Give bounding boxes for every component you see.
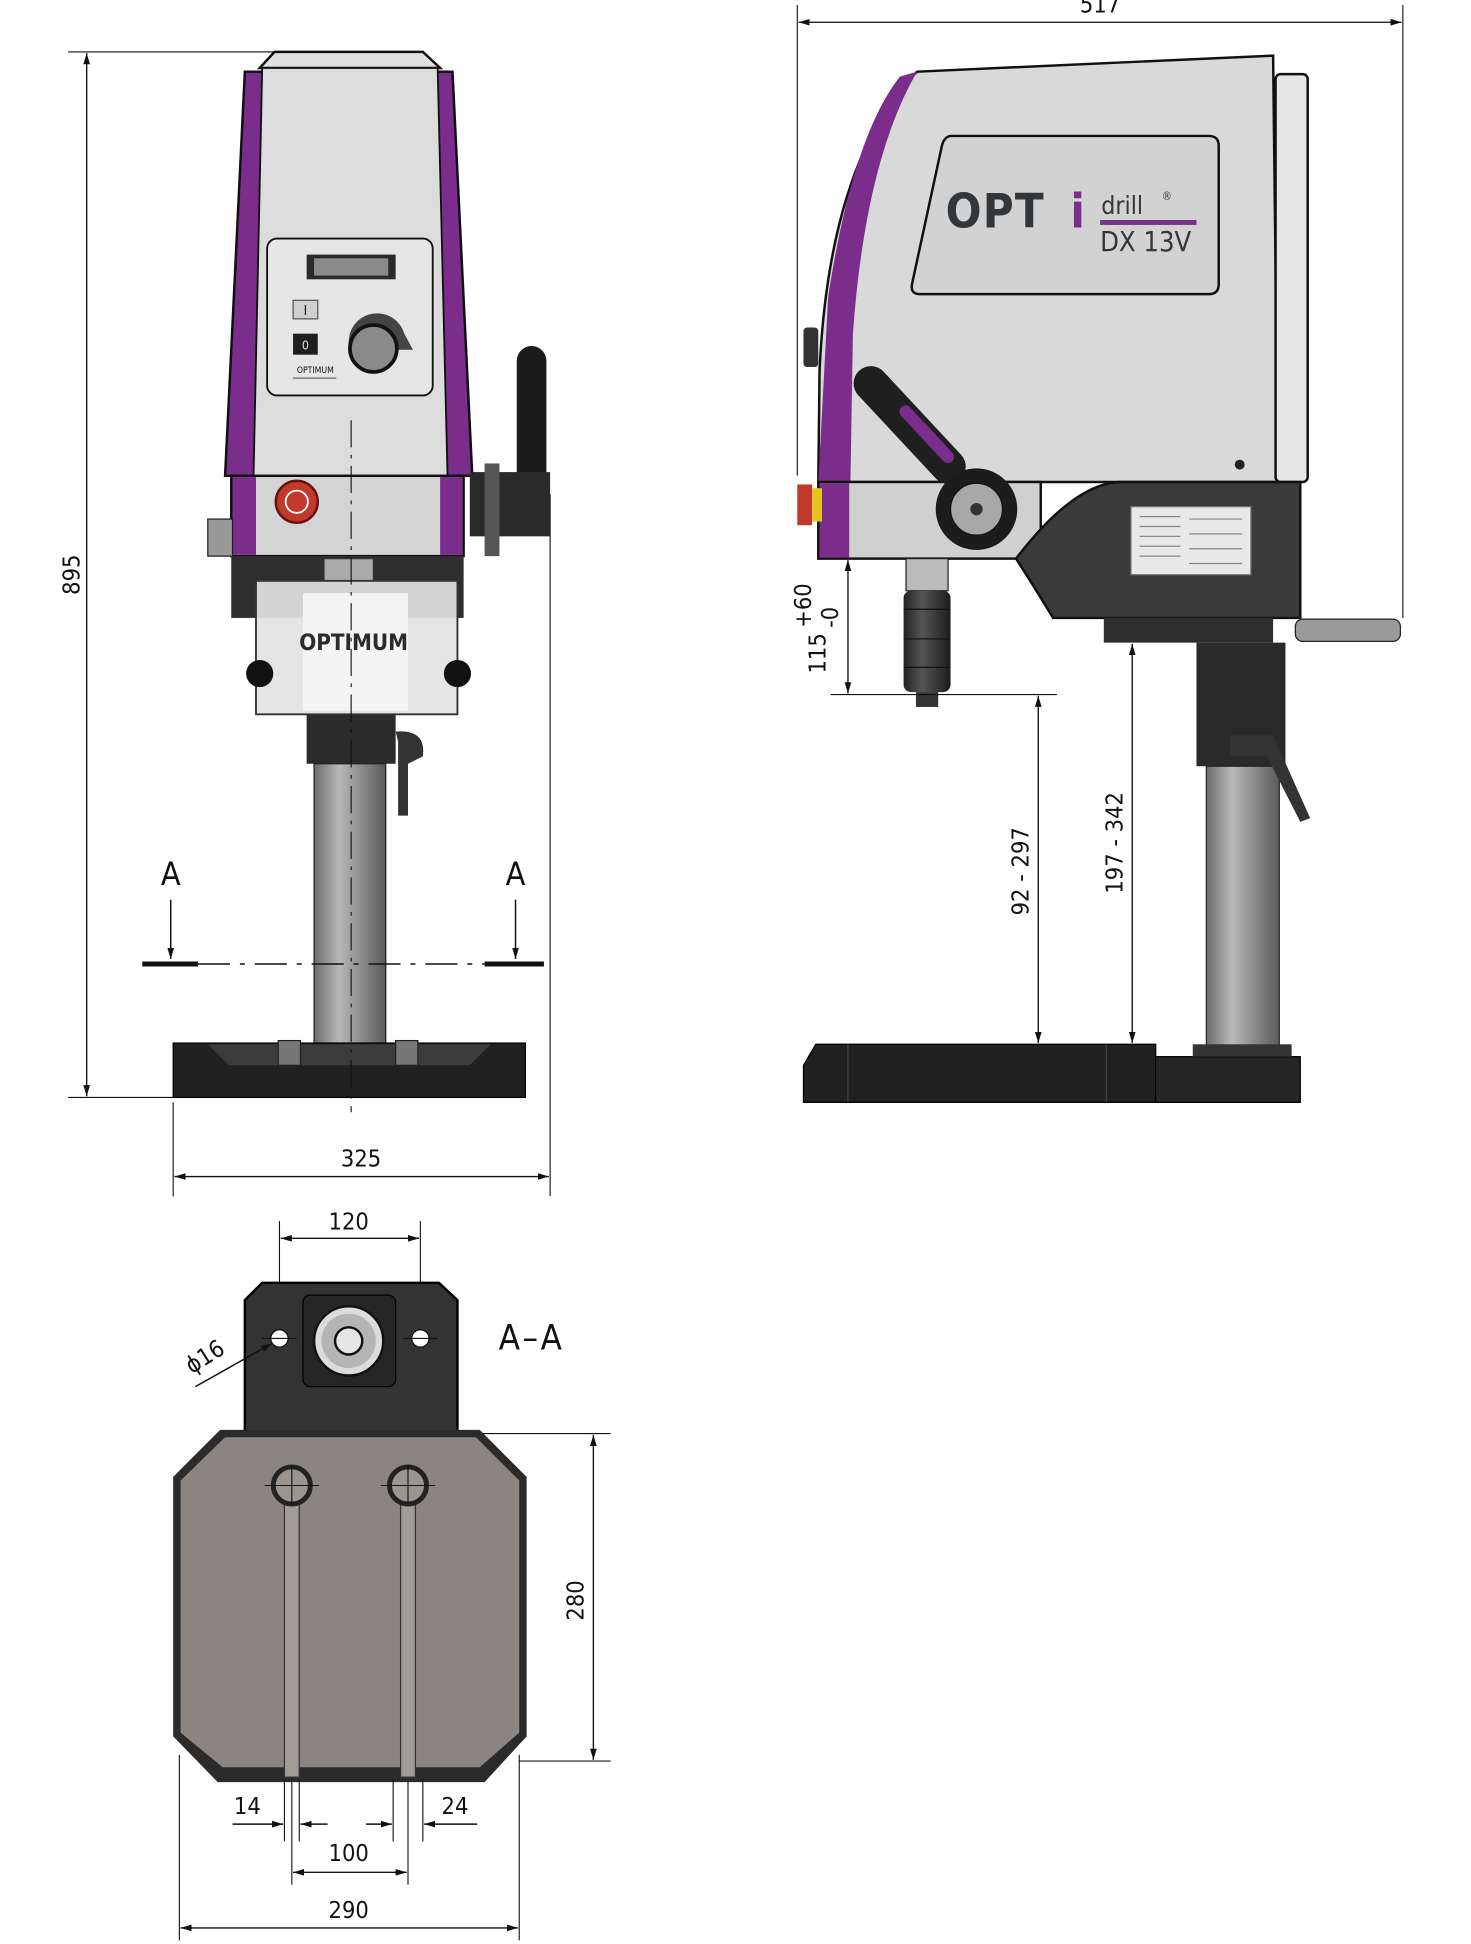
rear-cover [1274, 72, 1309, 484]
off-button-label: 0 [302, 339, 309, 353]
head-top-cap [256, 50, 444, 70]
lower-head [230, 474, 465, 558]
spindle-travel-minus: -0 [816, 607, 844, 628]
section-marker-left: A [161, 855, 181, 893]
slot-width-right-label: 24 [442, 1792, 469, 1820]
plate-depth-label: 280 [561, 1580, 589, 1620]
on-button[interactable] [292, 299, 319, 320]
emergency-stop-button[interactable] [274, 479, 320, 525]
speed-knob[interactable] [348, 323, 399, 374]
emergency-stop-side[interactable] [797, 484, 813, 526]
slot-width-left-label: 14 [234, 1792, 261, 1820]
section-view: 120 ϕ16 A–A 280 14 [173, 1208, 611, 1941]
feed-handle[interactable] [516, 346, 547, 492]
guard-knob-left [246, 659, 274, 688]
spindle-travel-plus: +60 [789, 583, 817, 628]
on-button-label: I [304, 303, 308, 319]
section-title: A–A [499, 1319, 565, 1359]
chuck-to-table-label: 92 - 297 [1006, 827, 1034, 915]
depth-dimension-label: 517 [1080, 0, 1120, 18]
logo-drill-text: drill [1101, 191, 1143, 220]
logo-opt-text: OPT [946, 184, 1045, 239]
height-dimension-label: 895 [57, 555, 85, 595]
side-purple-trim [818, 71, 918, 482]
guard-knob-right [443, 659, 472, 688]
panel-brand-text: OPTIMUM [297, 366, 334, 376]
guard-brand-text: OPTIMUM [299, 630, 408, 656]
plate-width-label: 290 [329, 1896, 369, 1924]
logo-i-text: i [1070, 184, 1084, 239]
side-column [1205, 765, 1280, 1049]
logo-registered-mark: ® [1162, 190, 1172, 203]
side-base [802, 1043, 1157, 1104]
width-dimension-label: 325 [341, 1145, 381, 1173]
hole-spacing-label: 120 [329, 1208, 369, 1236]
arm-to-table-label: 197 - 342 [1100, 792, 1128, 894]
slot-spacing-label: 100 [329, 1839, 369, 1867]
drill-chuck [903, 590, 951, 693]
side-view: 517 OPT i drill ® DX 13V [789, 0, 1404, 1104]
section-marker-right: A [506, 855, 526, 893]
hole-diameter-label: ϕ16 [180, 1334, 229, 1379]
front-view: 895 I 0 OPTIMUM OPTIMUM [57, 50, 551, 1197]
logo-plate [910, 134, 1220, 296]
clamp-handle[interactable] [1294, 618, 1402, 643]
column [313, 763, 387, 1044]
spindle-travel-base: 115 [804, 633, 832, 673]
logo-model-text: DX 13V [1100, 227, 1191, 258]
off-button[interactable] [293, 333, 318, 355]
